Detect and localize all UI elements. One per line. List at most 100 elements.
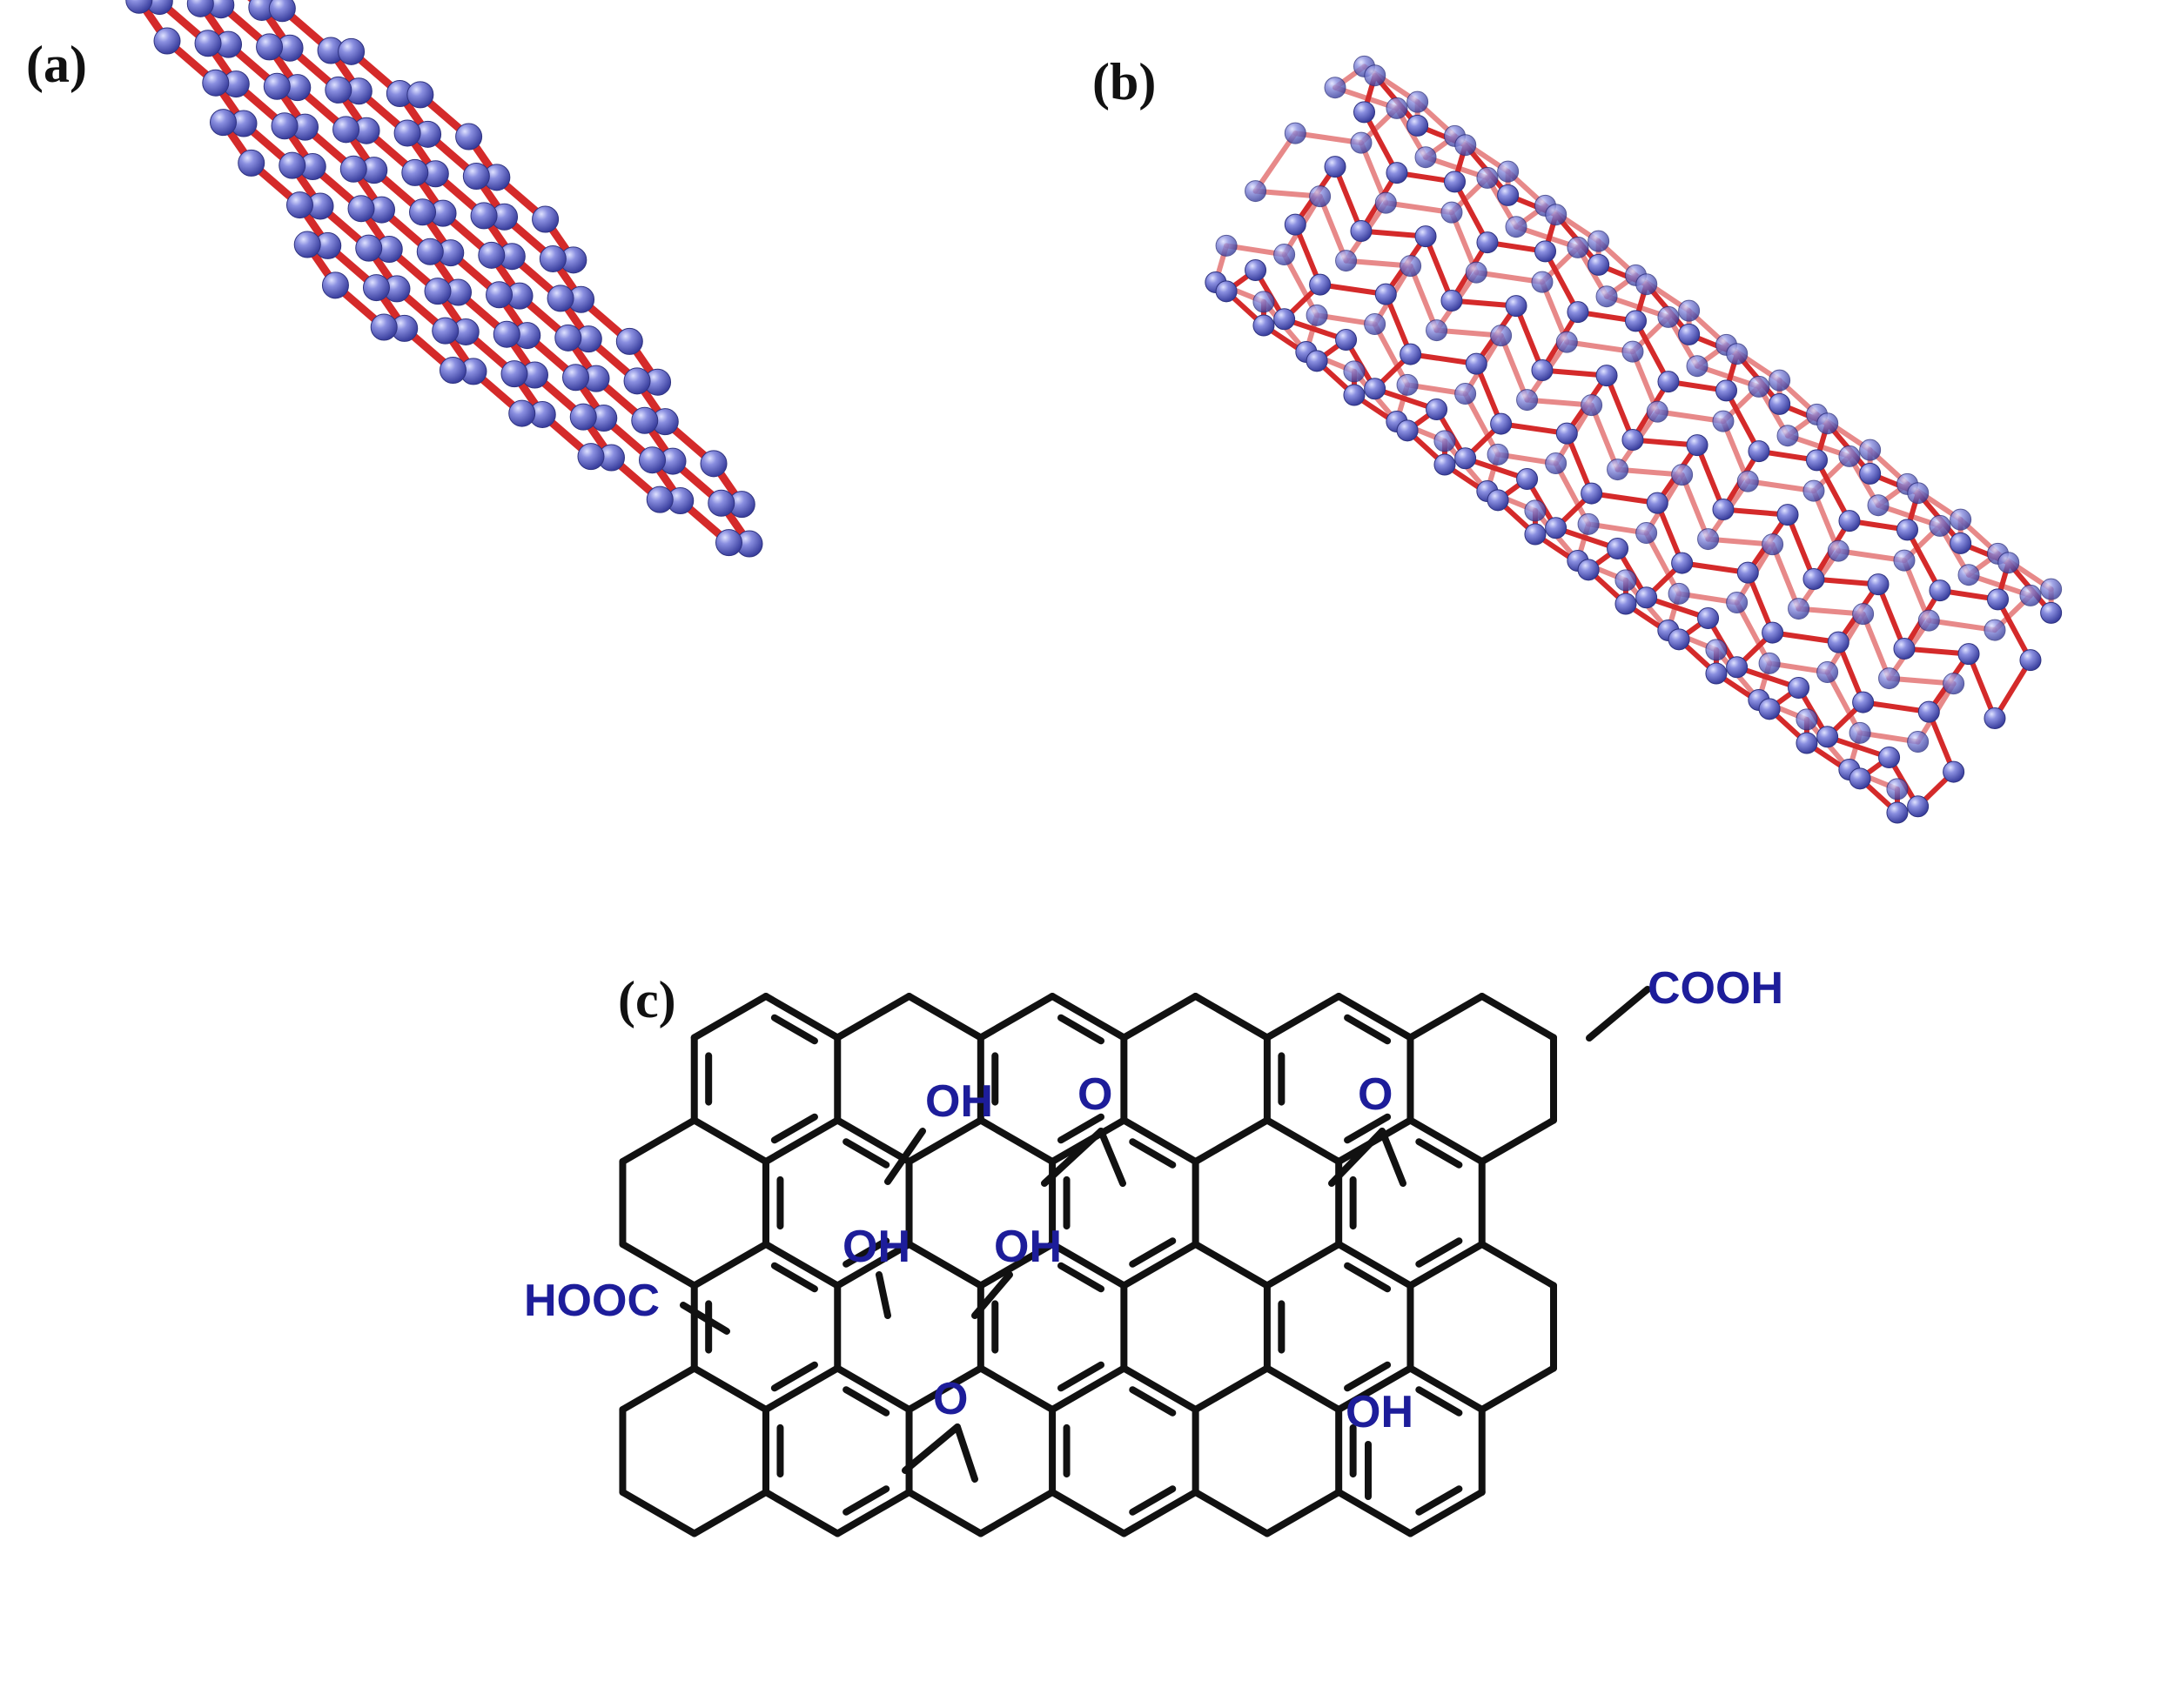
carbon-atom <box>279 151 306 179</box>
carbon-atom <box>338 37 366 65</box>
ring-bond <box>762 993 842 1042</box>
nanotube-bond <box>1361 109 1400 176</box>
carbon-atom <box>1997 552 2020 574</box>
carbon-atom <box>1487 489 1509 512</box>
nanotube-bond <box>1745 479 1816 494</box>
carbon-atom <box>1374 191 1397 214</box>
carbon-atom <box>1715 379 1737 402</box>
nanotube-bond <box>1695 442 1726 512</box>
ring-bond <box>1120 1364 1199 1413</box>
carbon-atom <box>1497 160 1520 183</box>
nanotube-bond <box>1514 303 1545 373</box>
carbon-atom <box>439 357 467 385</box>
nanotube-bond <box>1769 630 1842 646</box>
carbon-atom <box>1816 412 1839 435</box>
ring-bond <box>1192 1364 1271 1413</box>
carbon-atom <box>1364 378 1386 400</box>
epoxide-oxygen-label: O <box>1358 1069 1393 1120</box>
functional-group-bond <box>954 1423 978 1483</box>
carbon-atom <box>1386 162 1408 184</box>
carbon-atom <box>2019 649 2042 672</box>
nanotube-bond <box>1542 248 1581 315</box>
nanotube-bond <box>1991 657 2033 721</box>
ring-bond <box>1192 1241 1271 1289</box>
carbon-atom <box>1917 609 1940 632</box>
carbon-atom <box>1273 308 1296 331</box>
double-bond-line <box>1129 1138 1177 1169</box>
carbon-atom <box>1705 662 1728 685</box>
double-bond-line <box>842 1386 890 1417</box>
nanotube-bond <box>1317 282 1389 298</box>
carbon-atom <box>1849 767 1871 790</box>
carbon-atom <box>1838 445 1861 467</box>
ring-bond <box>905 1241 984 1289</box>
carbon-atom <box>1776 425 1799 447</box>
ring-bond <box>619 1116 698 1165</box>
double-bond-line <box>1344 1113 1392 1144</box>
carbon-atom <box>1907 482 1930 505</box>
carbon-atom <box>1245 180 1267 203</box>
double-bond-line <box>1129 1386 1177 1417</box>
carbon-atom <box>1324 77 1346 99</box>
carbon-atom <box>1567 301 1589 324</box>
carbon-atom <box>1497 184 1520 206</box>
double-bond-line <box>1057 1361 1105 1392</box>
carbon-atom <box>1657 371 1680 393</box>
epoxide-oxygen-label: O <box>1077 1069 1112 1120</box>
carbon-atom <box>125 0 153 14</box>
carbon-atom <box>1440 290 1463 312</box>
carbon-atom <box>1490 325 1513 347</box>
carbon-atom <box>432 317 460 345</box>
functional-group-bond <box>1098 1128 1126 1187</box>
carbon-atom <box>1487 443 1509 466</box>
nanotube-bond <box>1679 472 1711 542</box>
carbon-atom <box>1726 592 1749 614</box>
carbon-atom <box>1984 707 2006 730</box>
carbon-atom <box>1827 631 1849 653</box>
carbon-atom <box>268 0 296 23</box>
ring-bond <box>690 1364 769 1413</box>
carbon-atom <box>1816 661 1839 684</box>
carbon-atom <box>355 234 383 262</box>
ring-bond <box>977 993 1057 1042</box>
carbon-atom <box>569 403 597 431</box>
carbon-atom <box>1748 440 1770 463</box>
ring-bond <box>619 1364 698 1413</box>
carbon-atom <box>1878 667 1901 690</box>
carbon-atom <box>1907 731 1930 754</box>
panel-label-a: (a) <box>26 36 87 93</box>
functional-group-bond <box>876 1271 891 1319</box>
carbon-atom <box>1686 434 1708 457</box>
ring-bond <box>834 1116 913 1165</box>
carbon-atom <box>1306 350 1328 372</box>
ring-bond <box>905 1116 984 1165</box>
carbon-atom <box>406 81 434 109</box>
carbon-atom <box>562 364 590 392</box>
carbon-atom <box>1668 582 1690 605</box>
carbon-atom <box>1852 603 1875 626</box>
nanotube-atoms <box>1205 55 2063 824</box>
functional-group-bond <box>1379 1128 1406 1187</box>
nanotube-bond <box>1926 618 1997 633</box>
carbon-atom <box>263 72 291 100</box>
carbon-atom <box>1505 216 1527 238</box>
carbon-atom <box>1516 389 1539 412</box>
carbon-atom <box>293 231 321 258</box>
carbon-atom <box>256 33 284 61</box>
carbon-atom <box>416 238 444 265</box>
nanotube-bond <box>1333 164 1364 234</box>
carbon-atom <box>1646 492 1668 514</box>
carbon-atom <box>1712 499 1735 521</box>
carbon-atom <box>1614 593 1637 615</box>
carbon-atom <box>1929 514 1951 537</box>
panel-label-c: (c) <box>618 971 676 1028</box>
ring-bond <box>1478 1241 1557 1289</box>
carbon-atom <box>1215 280 1238 303</box>
panel-label-b: (b) <box>1092 53 1157 111</box>
ring-bond <box>1478 993 1557 1042</box>
carbon-atom <box>1943 673 1965 695</box>
functional-group-bond <box>1041 1128 1104 1187</box>
carbon-atom <box>1454 383 1477 405</box>
